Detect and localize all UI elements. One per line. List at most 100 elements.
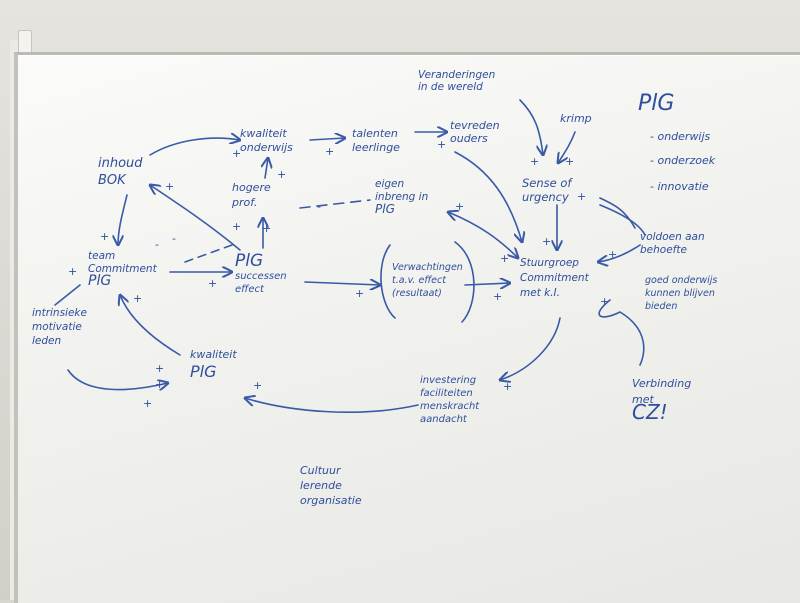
node-label-line: PlG: [190, 362, 217, 381]
node-label-line: PlG: [235, 251, 263, 271]
node-label-line: inbreng in: [375, 191, 428, 203]
node-label-line: goed onderwijs: [645, 275, 717, 286]
plus-sign: +: [253, 379, 262, 392]
node-label-line: lerende: [300, 479, 342, 492]
node-krimp: krimp: [560, 112, 592, 125]
plus-sign: +: [165, 180, 174, 193]
node-label-line: urgency: [522, 190, 569, 204]
link-plg-to-inhoud: [150, 185, 241, 251]
link-intrinsieke-to-team: [54, 284, 81, 306]
link-veranderingen-to-urgency: [519, 99, 543, 155]
link-plg-to-verwachtingen: [304, 282, 380, 285]
node-label-line: Sense of: [522, 176, 573, 190]
node-label-line: talenten: [352, 127, 398, 140]
stuurgroep-loop: [598, 299, 645, 366]
node-label-line: team: [88, 250, 115, 262]
node-label-line: krimp: [560, 112, 592, 125]
plus-sign: +: [100, 230, 109, 243]
plus-sign: +: [155, 378, 164, 391]
minus-sign: -: [155, 238, 159, 251]
node-label-line: ouders: [450, 132, 488, 145]
plus-sign: +: [68, 265, 77, 278]
legend-item: - innovatie: [650, 180, 709, 193]
plus-sign: +: [232, 220, 241, 233]
plus-sign: +: [262, 222, 271, 235]
node-label-line: intrinsieke: [32, 307, 87, 319]
node-label-line: onderwijs: [240, 141, 293, 154]
node-label-line: effect: [235, 284, 265, 295]
link-inhoud-to-kwaliteit: [149, 138, 240, 156]
link-inhoud-to-team: [118, 194, 128, 245]
plus-sign: +: [577, 190, 586, 203]
node-label-line: successen: [235, 271, 287, 282]
link-hogere-to-eigen: [299, 199, 371, 209]
node-label-line: inhoud: [98, 156, 143, 171]
plus-sign: +: [542, 235, 551, 248]
verwachtingen-arc: [380, 241, 475, 323]
node-label-line: organisatie: [300, 494, 362, 507]
node-label-line: kwaliteit: [190, 348, 237, 361]
link-kwaliteit-to-talenten: [309, 138, 345, 140]
causal-links: [54, 99, 646, 413]
node-label-line: t.a.v. effect: [392, 275, 447, 286]
node-label-line: in de wereld: [418, 81, 483, 93]
node-label-line: aandacht: [420, 414, 468, 425]
plus-sign: +: [493, 290, 502, 303]
node-label-line: menskracht: [420, 401, 480, 412]
minus-sign: -: [172, 232, 176, 245]
minus-sign: -: [317, 200, 321, 213]
node-label-line: PlG: [375, 202, 395, 216]
node-label-line: prof.: [231, 196, 257, 209]
legend-item: - onderwijs: [650, 130, 711, 143]
plus-sign: +: [565, 155, 574, 168]
link-voldoen-to-goed: [599, 204, 646, 236]
link-investering-to-kwaliteit: [245, 398, 419, 413]
plus-sign: +: [133, 292, 142, 305]
node-label-line: Commitment: [520, 272, 590, 284]
node-label-line: investering: [420, 375, 476, 386]
plus-sign: +: [208, 277, 217, 290]
node-label-line: Stuurgroep: [520, 257, 579, 269]
node-label-line: met k.I.: [520, 287, 560, 299]
node-label-line: hogere: [232, 181, 271, 194]
link-krimp-to-urgency: [558, 131, 576, 163]
plus-sign: +: [155, 362, 164, 375]
node-label-line: CZ!: [632, 400, 668, 424]
link-voldoen-to-urgency: [599, 197, 636, 229]
link-voldoen-to-stuurgroep: [598, 244, 641, 262]
plus-sign: +: [530, 155, 539, 168]
node-label-line: tevreden: [450, 119, 500, 132]
node-label-line: PlG: [88, 273, 111, 289]
node-label-line: Verwachtingen: [392, 262, 463, 273]
plus-sign: +: [500, 252, 509, 265]
node-label-line: eigen: [375, 178, 404, 190]
node-label-line: met: [632, 393, 654, 406]
plus-sign: +: [455, 200, 464, 213]
plus-sign: +: [143, 397, 152, 410]
whiteboard: [14, 52, 800, 603]
plus-sign: +: [503, 380, 512, 393]
node-label-line: leden: [32, 335, 61, 347]
plus-sign: +: [277, 168, 286, 181]
link-eigen-to-stuurgroep: [448, 212, 518, 258]
node-label-line: Commitment: [88, 263, 158, 275]
node-label-line: BOK: [98, 173, 127, 188]
node-label-line: kunnen blijven: [645, 288, 715, 299]
link-tevreden-to-stuurgroep: [454, 151, 522, 242]
node-label-line: faciliteiten: [420, 388, 473, 399]
plus-sign: +: [600, 295, 609, 308]
